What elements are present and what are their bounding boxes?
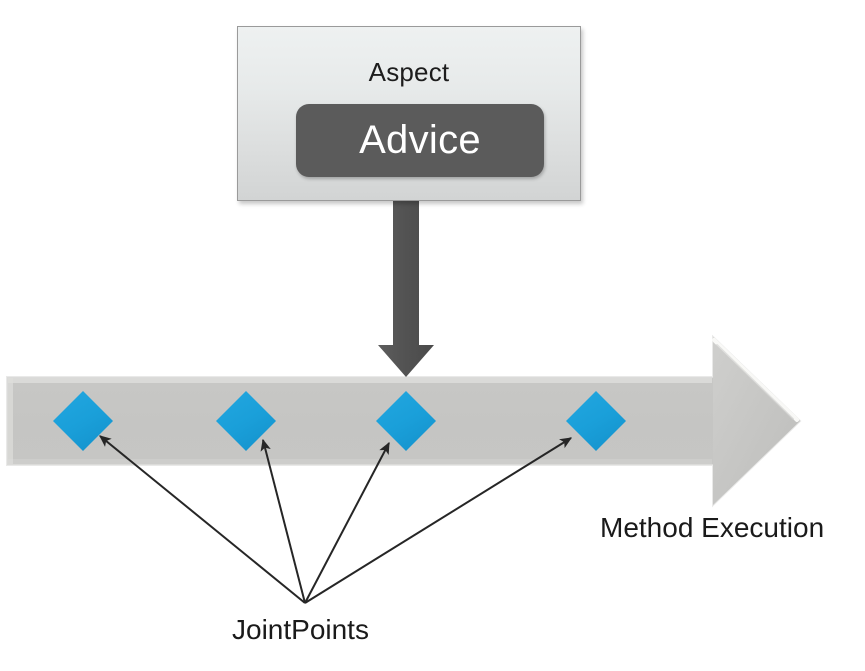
advice-applies-to-arrow (378, 201, 434, 377)
joint-point-4 (566, 391, 626, 451)
joint-point-3 (376, 391, 436, 451)
jointpoints-label: JointPoints (232, 614, 369, 645)
aspect-box: Aspect Advice (237, 26, 581, 201)
jointpoints-leader-lines (99, 435, 573, 604)
method-execution-label: Method Execution (600, 512, 825, 543)
joint-point-2 (216, 391, 276, 451)
aspect-title: Aspect (368, 57, 450, 87)
advice-box: Advice (296, 104, 544, 177)
joint-point-1 (53, 391, 113, 451)
advice-label: Advice (359, 118, 481, 162)
